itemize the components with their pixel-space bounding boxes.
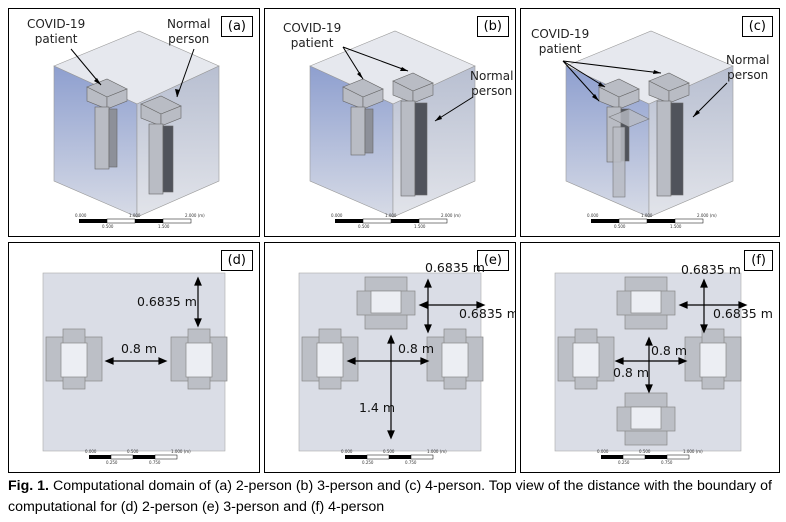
scale-tick: 0.000: [75, 213, 87, 218]
scale-tick: 2.000 (m): [697, 213, 717, 218]
scale-tick: 0.250: [618, 460, 630, 465]
scale-tick: 1.500: [414, 224, 426, 229]
scale-tick: 0.000: [597, 449, 609, 454]
scale-tick: 1.000 (m): [171, 449, 191, 454]
horizontal-distance-label: 0.8 m: [121, 341, 158, 356]
panel-label: (a): [220, 16, 253, 37]
scale-tick: 0.750: [405, 460, 417, 465]
panel-d-top-view: [42, 272, 228, 460]
scale-tick: 1.500: [670, 224, 682, 229]
scale-tick: 0.500: [102, 224, 114, 229]
scale-tick: 0.500: [614, 224, 626, 229]
panel-c-3d-domain: [565, 30, 734, 218]
panel-a-3d-domain: [53, 30, 220, 218]
scale-tick: 1.000 (m): [427, 449, 447, 454]
vertical-distance-label: 0.6835 m: [681, 262, 741, 277]
scale-tick: 1.000: [385, 213, 397, 218]
scale-tick: 0.750: [149, 460, 161, 465]
vertical-distance-label: 0.6835 m: [137, 294, 197, 309]
vertical-distance-label: 0.8 m: [613, 365, 650, 380]
panel-a: (a) COVID-19 patient Normal person 0.000…: [8, 8, 260, 237]
panel-e: (e) 0.6835 m 0.6835 m 0.8 m 1.4 m 0.000 …: [264, 242, 516, 473]
panel-b-arrows: [342, 46, 474, 122]
panel-label: (e): [476, 250, 509, 271]
vertical-distance-label: 1.4 m: [359, 400, 396, 415]
scale-tick: 0.250: [362, 460, 374, 465]
horizontal-distance-label: 0.8 m: [398, 341, 435, 356]
caption-text: Computational domain of (a) 2-person (b)…: [8, 478, 772, 515]
scale-bar: [79, 218, 192, 224]
normal-person-annotation: Normal person: [470, 69, 514, 98]
vertical-distance-label: 0.6835 m: [425, 260, 485, 275]
scale-tick: 1.500: [158, 224, 170, 229]
scale-tick: 0.500: [127, 449, 139, 454]
panel-e-top-view: [298, 272, 486, 460]
scale-tick: 2.000 (m): [441, 213, 461, 218]
panel-label: (f): [744, 250, 773, 271]
scale-tick: 0.000: [587, 213, 599, 218]
scale-bar: [591, 218, 704, 224]
panel-label: (b): [476, 16, 509, 37]
covid-patient-annotation: COVID-19 patient: [283, 21, 342, 50]
caption-figure-number: Fig. 1.: [8, 478, 49, 494]
panel-d: (d) 0.6835 m 0.8 m 0.000 0.500 1.000 (m)…: [8, 242, 260, 473]
covid-patient-annotation: COVID-19 patient: [27, 17, 86, 46]
scale-tick: 0.750: [661, 460, 673, 465]
scale-tick: 1.000: [641, 213, 653, 218]
panel-b: (b) COVID-19 patient Normal person 0.000…: [264, 8, 516, 237]
scale-tick: 0.000: [331, 213, 343, 218]
scale-tick: 0.250: [106, 460, 118, 465]
horizontal-distance-label: 0.6835 m: [459, 306, 516, 321]
scale-tick: 1.000: [129, 213, 141, 218]
panel-c-arrows: [562, 60, 728, 118]
panel-b-3d-domain: [309, 30, 476, 218]
scale-bar: [335, 218, 448, 224]
scale-tick: 0.500: [639, 449, 651, 454]
panel-a-arrows: [70, 48, 195, 98]
normal-person-annotation: Normal person: [167, 17, 211, 46]
horizontal-distance-label: 0.8 m: [651, 343, 688, 358]
panel-c: (c) COVID-19 patient Normal person 0.000…: [520, 8, 780, 237]
panel-f-top-view: [554, 272, 748, 460]
scale-tick: 0.500: [358, 224, 370, 229]
scale-tick: 0.000: [341, 449, 353, 454]
scale-tick: 1.000 (m): [683, 449, 703, 454]
panel-label: (c): [741, 16, 773, 37]
scale-tick: 2.000 (m): [185, 213, 205, 218]
covid-patient-annotation: COVID-19 patient: [531, 27, 590, 56]
panel-label: (d): [220, 250, 253, 271]
panel-f: (f) 0.6835 m 0.6835 m 0.8 m 0.8 m 0.000 …: [520, 242, 780, 473]
scale-tick: 0.500: [383, 449, 395, 454]
scale-tick: 0.000: [85, 449, 97, 454]
figure-caption: Fig. 1. Computational domain of (a) 2-pe…: [8, 476, 778, 518]
normal-person-annotation: Normal person: [726, 53, 770, 82]
horizontal-distance-label: 0.6835 m: [713, 306, 773, 321]
